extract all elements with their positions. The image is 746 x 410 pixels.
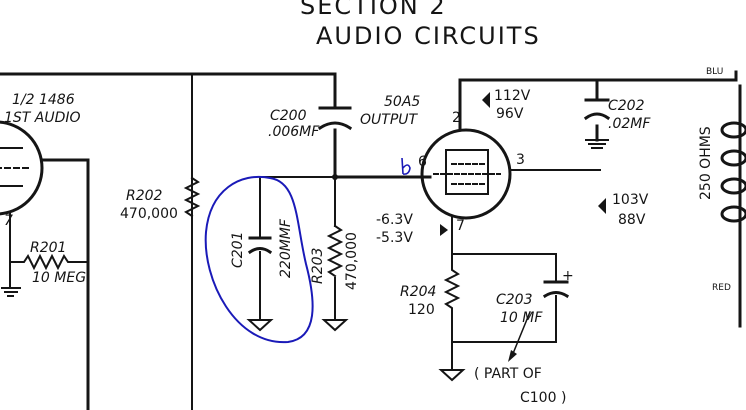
r201-value: 10 MEG [32, 270, 86, 286]
tube-1-pin-label: 7 [4, 213, 13, 229]
pin-7-label: 7 [456, 218, 465, 234]
r204-value: 120 [408, 302, 435, 318]
hand-annotations [204, 157, 411, 344]
cathode-voltage-2: -5.3V [376, 230, 413, 246]
grid-node-wires [259, 174, 432, 321]
transformer-impedance-label: 250 OHMS [698, 126, 714, 200]
r203-value: 470,000 [344, 232, 360, 290]
pin-3-label: 3 [516, 152, 525, 168]
right-bus-wires [458, 70, 738, 142]
c203-polarity: + [562, 268, 574, 284]
resistor-r202: R202 470,000 [120, 176, 201, 222]
c203-name: C203 [496, 292, 533, 308]
capacitor-c202: C202 .02MF [583, 98, 651, 149]
c203-value: 10 MF [500, 310, 543, 326]
pin-2-label: 2 [452, 110, 461, 126]
c202-name: C202 [608, 98, 645, 114]
c200-value: .006MF [268, 124, 320, 140]
output-tube-role: OUTPUT [360, 112, 419, 128]
r202-value: 470,000 [120, 206, 178, 222]
tube-1-role-label: 1ST AUDIO [4, 110, 81, 126]
c200-name: C200 [270, 108, 307, 124]
first-audio-tube: 1/2 1486 1ST AUDIO 7 [0, 92, 90, 229]
screen-voltage-2: 88V [618, 212, 646, 228]
output-transformer: 250 OHMS BLU RED [698, 67, 746, 328]
plate-voltage-1: 112V [494, 88, 531, 104]
r201-name: R201 [30, 240, 66, 256]
blue-lead-label: BLU [706, 67, 723, 77]
r203-name: R203 [310, 248, 326, 284]
part-of-note-line2: C100 ) [520, 390, 566, 406]
part-of-note-line1: ( PART OF [474, 366, 542, 382]
c202-value: .02MF [608, 116, 651, 132]
red-lead-label: RED [712, 283, 731, 293]
cathode-voltage-1: -6.3V [376, 212, 413, 228]
capacitor-c200: C200 .006MF [268, 106, 353, 140]
output-tube: 50A5 OUTPUT 2 3 6 7 [360, 94, 601, 237]
voltage-markers: 112V 96V 103V 88V -6.3V -5.3V [376, 88, 649, 246]
cathode-circuit: + R204 120 C203 10 MF ( PART OF C100 ) [400, 235, 574, 406]
section-title: SECTION 2 [300, 0, 447, 20]
c201-name: C201 [230, 232, 246, 269]
annotation-mark [401, 157, 411, 175]
resistor-r201: R201 10 MEG [1, 211, 89, 297]
output-tube-type: 50A5 [384, 94, 420, 110]
pin-6-label: 6 [418, 154, 427, 170]
screen-voltage-1: 103V [612, 192, 649, 208]
plate-voltage-2: 96V [496, 106, 524, 122]
top-bus-wires [0, 72, 337, 410]
section-subtitle: AUDIO CIRCUITS [316, 22, 541, 50]
capacitor-c201: C201 220MMF [230, 218, 294, 332]
tube-1-type-label: 1/2 1486 [12, 92, 75, 108]
resistor-r203: R203 470,000 [310, 224, 360, 332]
c201-value: 220MMF [278, 218, 294, 278]
r202-name: R202 [126, 188, 163, 204]
annotation-circle [204, 175, 314, 344]
r204-name: R204 [400, 284, 436, 300]
